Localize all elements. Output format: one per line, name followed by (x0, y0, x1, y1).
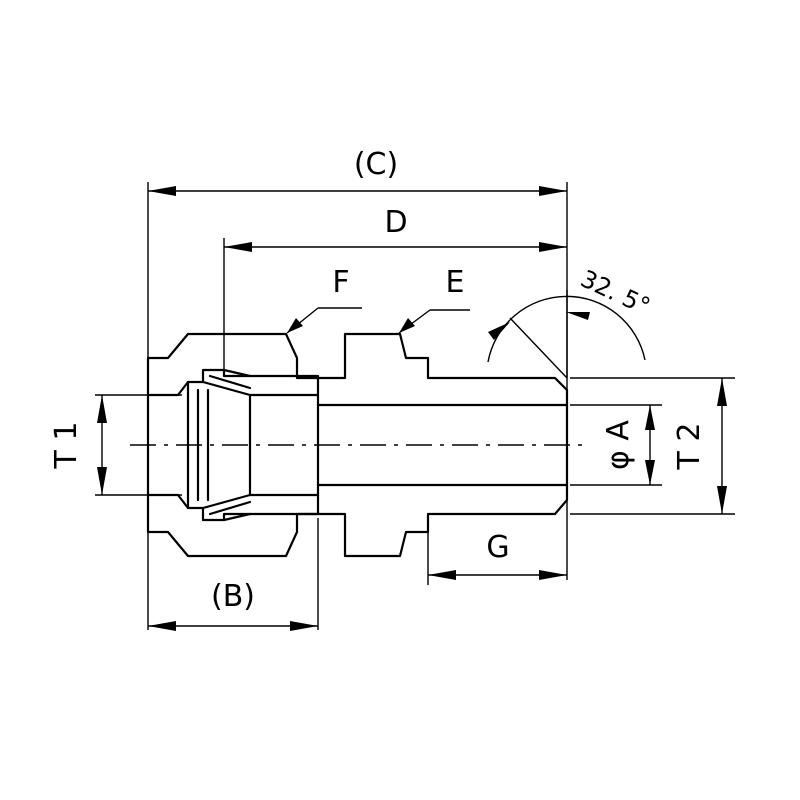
dimension-phi-a: φ A (601, 405, 655, 485)
label-phi-a: φ A (601, 420, 636, 470)
label-b: (B) (211, 579, 255, 614)
dimension-b: (B) (148, 579, 318, 631)
angle-dimension: 32. 5° (487, 265, 654, 379)
label-e: E (446, 265, 465, 300)
dimension-t1: T 1 (49, 395, 107, 495)
label-g: G (486, 530, 509, 565)
label-t1: T 1 (49, 422, 84, 470)
leader-e: E (398, 265, 470, 334)
label-d: D (384, 205, 407, 240)
dimension-g: G (428, 530, 567, 580)
label-c: (C) (354, 147, 398, 182)
label-t2: T 2 (672, 423, 707, 471)
dimension-c: (C) (148, 147, 567, 196)
leader-f: F (286, 265, 362, 334)
dimension-t2: T 2 (672, 378, 727, 514)
dimension-d: D (224, 205, 567, 252)
label-f: F (332, 265, 349, 300)
